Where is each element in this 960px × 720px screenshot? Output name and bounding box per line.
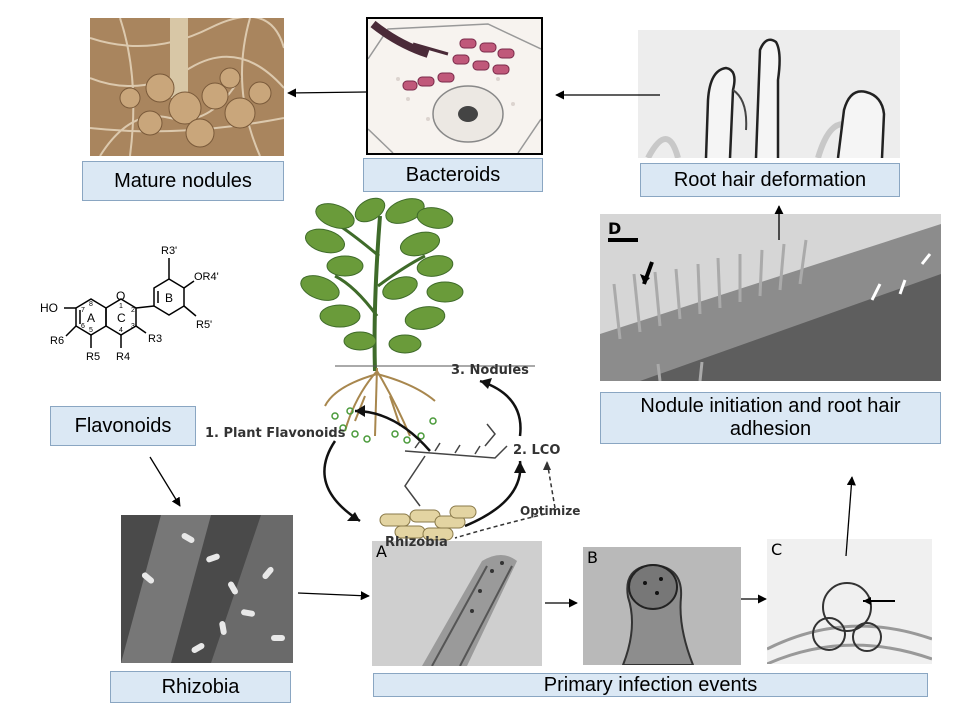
struct-r5p: R5' xyxy=(196,319,212,331)
struct-r4: R4 xyxy=(116,351,130,363)
infection-event-c-photo: C xyxy=(767,539,932,664)
label-rhizobia: Rhizobia xyxy=(110,671,291,703)
bacteroids-illustration xyxy=(366,17,543,155)
label-primary-infection: Primary infection events xyxy=(373,673,928,697)
root-hair-deformation-photo xyxy=(638,30,900,158)
panel-letter-b: B xyxy=(587,548,598,567)
label-nodule-initiation: Nodule initiation and root hair adhesion xyxy=(600,392,941,444)
struct-r3: R3 xyxy=(148,333,162,345)
struct-n4: 4 xyxy=(119,327,123,334)
cycle-step-1: 1. Plant Flavonoids xyxy=(205,426,346,441)
rhizobia-sem-photo xyxy=(121,515,293,663)
struct-or4p: OR4' xyxy=(194,271,219,283)
panel-letter-a: A xyxy=(376,542,387,561)
struct-ho: HO xyxy=(40,301,58,315)
cycle-step-3: 3. Nodules xyxy=(451,363,529,378)
nodule-initiation-micrograph: D xyxy=(600,214,941,381)
cycle-optimize: Optimize xyxy=(520,504,580,518)
panel-letter-c: C xyxy=(771,540,782,559)
struct-n5: 5 xyxy=(89,327,93,334)
struct-n2: 2 xyxy=(131,307,135,314)
label-bacteroids: Bacteroids xyxy=(363,158,543,192)
infection-event-a-photo: A xyxy=(372,541,542,666)
struct-n1: 1 xyxy=(119,303,123,310)
struct-n3: 3 xyxy=(131,323,135,330)
plant-rhizobia-cycle: 1. Plant Flavonoids 2. LCO 3. Nodules Rh… xyxy=(195,196,605,546)
infection-event-b-photo: B xyxy=(583,547,741,665)
label-mature-nodules: Mature nodules xyxy=(82,161,284,201)
label-flavonoids: Flavonoids xyxy=(50,406,196,446)
arrow-bacteroids-to-nodules xyxy=(287,88,367,98)
arrow-flavonoids-to-rhizobia xyxy=(149,456,181,507)
struct-ring-a: A xyxy=(87,311,95,325)
cycle-step-2: 2. LCO xyxy=(513,443,560,458)
label-root-hair-deformation: Root hair deformation xyxy=(640,163,900,197)
mature-nodules-photo xyxy=(90,18,284,156)
struct-oxygen: O xyxy=(116,289,125,303)
struct-r3p: R3' xyxy=(161,245,177,257)
struct-n8: 8 xyxy=(89,301,93,308)
struct-ring-b: B xyxy=(165,291,173,305)
struct-r5: R5 xyxy=(86,351,100,363)
struct-r6: R6 xyxy=(50,335,64,347)
struct-ring-c: C xyxy=(117,311,126,325)
flavonoid-structure: HO A C B O R3' OR4' R5' R3 R4 R5 R6 1 2 … xyxy=(36,236,246,396)
struct-n7: 7 xyxy=(81,307,85,314)
panel-letter-d: D xyxy=(608,219,621,238)
cycle-rhizobia: Rhizobia xyxy=(385,535,448,546)
arrow-rhizobia-to-infection-a xyxy=(297,591,370,601)
struct-n6: 6 xyxy=(81,323,85,330)
